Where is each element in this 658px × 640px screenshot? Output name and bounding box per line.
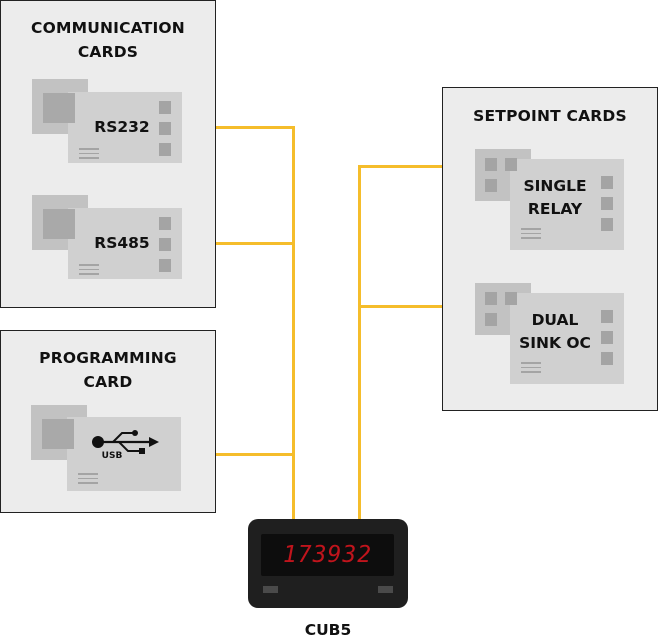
meter-button-left <box>263 586 278 593</box>
contact-pad <box>485 179 497 192</box>
contact-pad <box>505 158 517 171</box>
contact-pad <box>159 143 171 156</box>
setpoint-cards-title: SETPOINT CARDS <box>473 107 627 125</box>
dual-sink-oc-label-line2: SINK OC <box>519 334 591 352</box>
grip-lines-icon <box>521 362 541 376</box>
contact-pad <box>601 331 613 344</box>
single-relay-label-line1: SINGLE <box>523 177 587 195</box>
cub5-meter: 173932 <box>248 519 408 608</box>
dual-sink-oc-label: DUAL SINK OC <box>515 309 595 355</box>
rs485-label: RS485 <box>94 234 150 252</box>
meter-button-right <box>378 586 393 593</box>
communication-title-line2: CARDS <box>77 43 139 61</box>
wire-rs232 <box>183 126 295 129</box>
usb-icon-arrow <box>149 437 159 447</box>
communication-cards-title: COMMUNICATION CARDS <box>1 16 215 64</box>
contact-pad <box>601 352 613 365</box>
programming-title-line1: PROGRAMMING <box>39 349 177 367</box>
contact-pad <box>601 310 613 323</box>
setpoint-cards-panel: SETPOINT CARDS SINGLE RELAY DUAL SINK OC <box>442 87 658 411</box>
usb-label: USB <box>101 451 123 461</box>
single-relay-label-line2: RELAY <box>527 200 583 218</box>
grip-lines-icon <box>521 228 541 242</box>
usb-icon-plug <box>92 436 104 448</box>
wire-right-trunk <box>358 165 361 520</box>
meter-display: 173932 <box>261 534 394 576</box>
rs232-label: RS232 <box>94 118 150 136</box>
usb-icon-branch-up <box>112 432 133 443</box>
grip-lines-icon <box>79 148 99 162</box>
contact-pad <box>485 158 497 171</box>
contact-pad <box>159 259 171 272</box>
cub5-label: CUB5 <box>304 621 352 639</box>
contact-pad <box>159 238 171 251</box>
programming-card-panel: PROGRAMMING CARD USB <box>0 330 216 513</box>
usb-icon-branch-down <box>118 441 139 452</box>
usb-icon-circle <box>132 430 138 436</box>
contact-pad <box>485 292 497 305</box>
rj-jack-icon <box>42 419 74 449</box>
rj-jack-icon <box>43 209 75 239</box>
contact-pad <box>159 217 171 230</box>
contact-pad <box>485 313 497 326</box>
communication-title-line1: COMMUNICATION <box>31 19 185 37</box>
wire-left-trunk <box>292 126 295 520</box>
contact-pad <box>159 101 171 114</box>
contact-pad <box>601 197 613 210</box>
dual-sink-oc-label-line1: DUAL <box>531 311 579 329</box>
contact-pad <box>159 122 171 135</box>
grip-lines-icon <box>79 264 99 278</box>
rj-jack-icon <box>43 93 75 123</box>
programming-title-line2: CARD <box>83 373 133 391</box>
usb-icon-square <box>139 448 145 454</box>
contact-pad <box>601 176 613 189</box>
single-relay-label: SINGLE RELAY <box>515 175 595 221</box>
wire-usb <box>180 453 295 456</box>
grip-lines-icon <box>78 473 98 487</box>
programming-card-title: PROGRAMMING CARD <box>1 346 215 394</box>
contact-pad <box>601 218 613 231</box>
wire-dual-sink <box>358 305 475 308</box>
contact-pad <box>505 292 517 305</box>
communication-cards-panel: COMMUNICATION CARDS RS232 RS485 <box>0 0 216 308</box>
wire-rs485 <box>183 242 295 245</box>
wire-single-relay <box>358 165 475 168</box>
usb-icon <box>92 430 159 454</box>
